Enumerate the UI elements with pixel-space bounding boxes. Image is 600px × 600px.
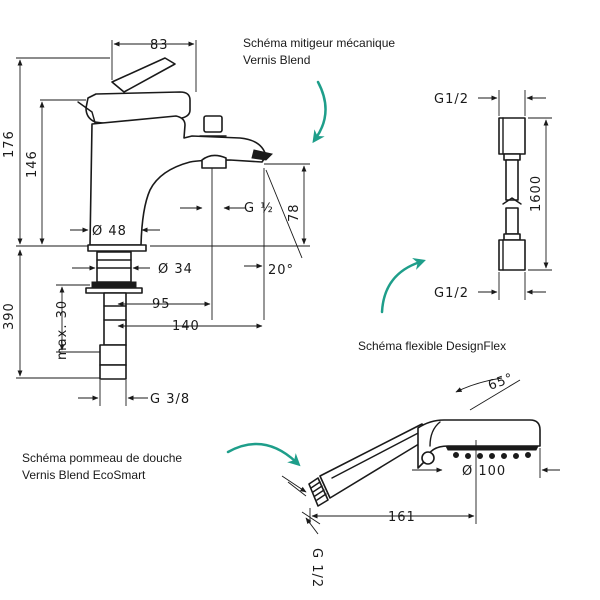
dim-146: 146 [25,150,40,178]
hose-bottom-thread: G1/2 [434,286,469,301]
dim-g12b: G 1/2 [309,548,324,588]
caption-shower-line2: Vernis Blend EcoSmart [22,468,146,482]
caption-mixer-line1: Schéma mitigeur mécanique [243,36,395,50]
dim-176: 176 [2,130,17,158]
dim-20deg: 20° [268,263,294,278]
dim-max30: max. 30 [55,300,70,360]
mixer-base [87,244,147,252]
mixer-handle-head [85,91,191,125]
dim-140: 140 [172,319,200,334]
dim-d48: Ø 48 [92,224,127,239]
dim-95: 95 [152,297,171,312]
dim-g12: G ½ [244,201,274,216]
caption-mixer-line2: Vernis Blend [243,53,310,67]
hose-drawing [498,117,526,271]
dim-d34: Ø 34 [158,262,193,277]
shower-dimensions: 65° Ø 100 161 G 1/2 [281,371,560,588]
caption-hose: Schéma flexible DesignFlex [358,339,506,353]
teal-arrow-mixer [312,80,327,144]
dim-65deg: 65° [486,371,516,394]
mixer-dimensions: 83 176 146 Ø 48 Ø 34 G ½ 78 20° 390 max. [2,38,310,407]
dim-390: 390 [2,302,17,330]
teal-arrow-hose [380,258,426,314]
diverter-knob [203,115,223,133]
hose-length: 1600 [529,175,544,212]
caption-shower-line1: Schéma pommeau de douche [22,451,182,465]
dim-g38: G 3/8 [150,392,190,407]
shower-head [417,419,541,469]
hose-dimensions: G1/2 1600 G1/2 [434,90,552,301]
dim-d100: Ø 100 [462,464,506,479]
shower-drawing [308,419,541,507]
dim-78: 78 [287,203,302,222]
teal-arrow-shower [226,442,301,467]
dim-161: 161 [388,510,416,525]
nozzles [453,452,531,459]
hose-top-thread: G1/2 [434,92,469,107]
dim-83: 83 [150,38,169,53]
mixer-lever [111,57,176,93]
